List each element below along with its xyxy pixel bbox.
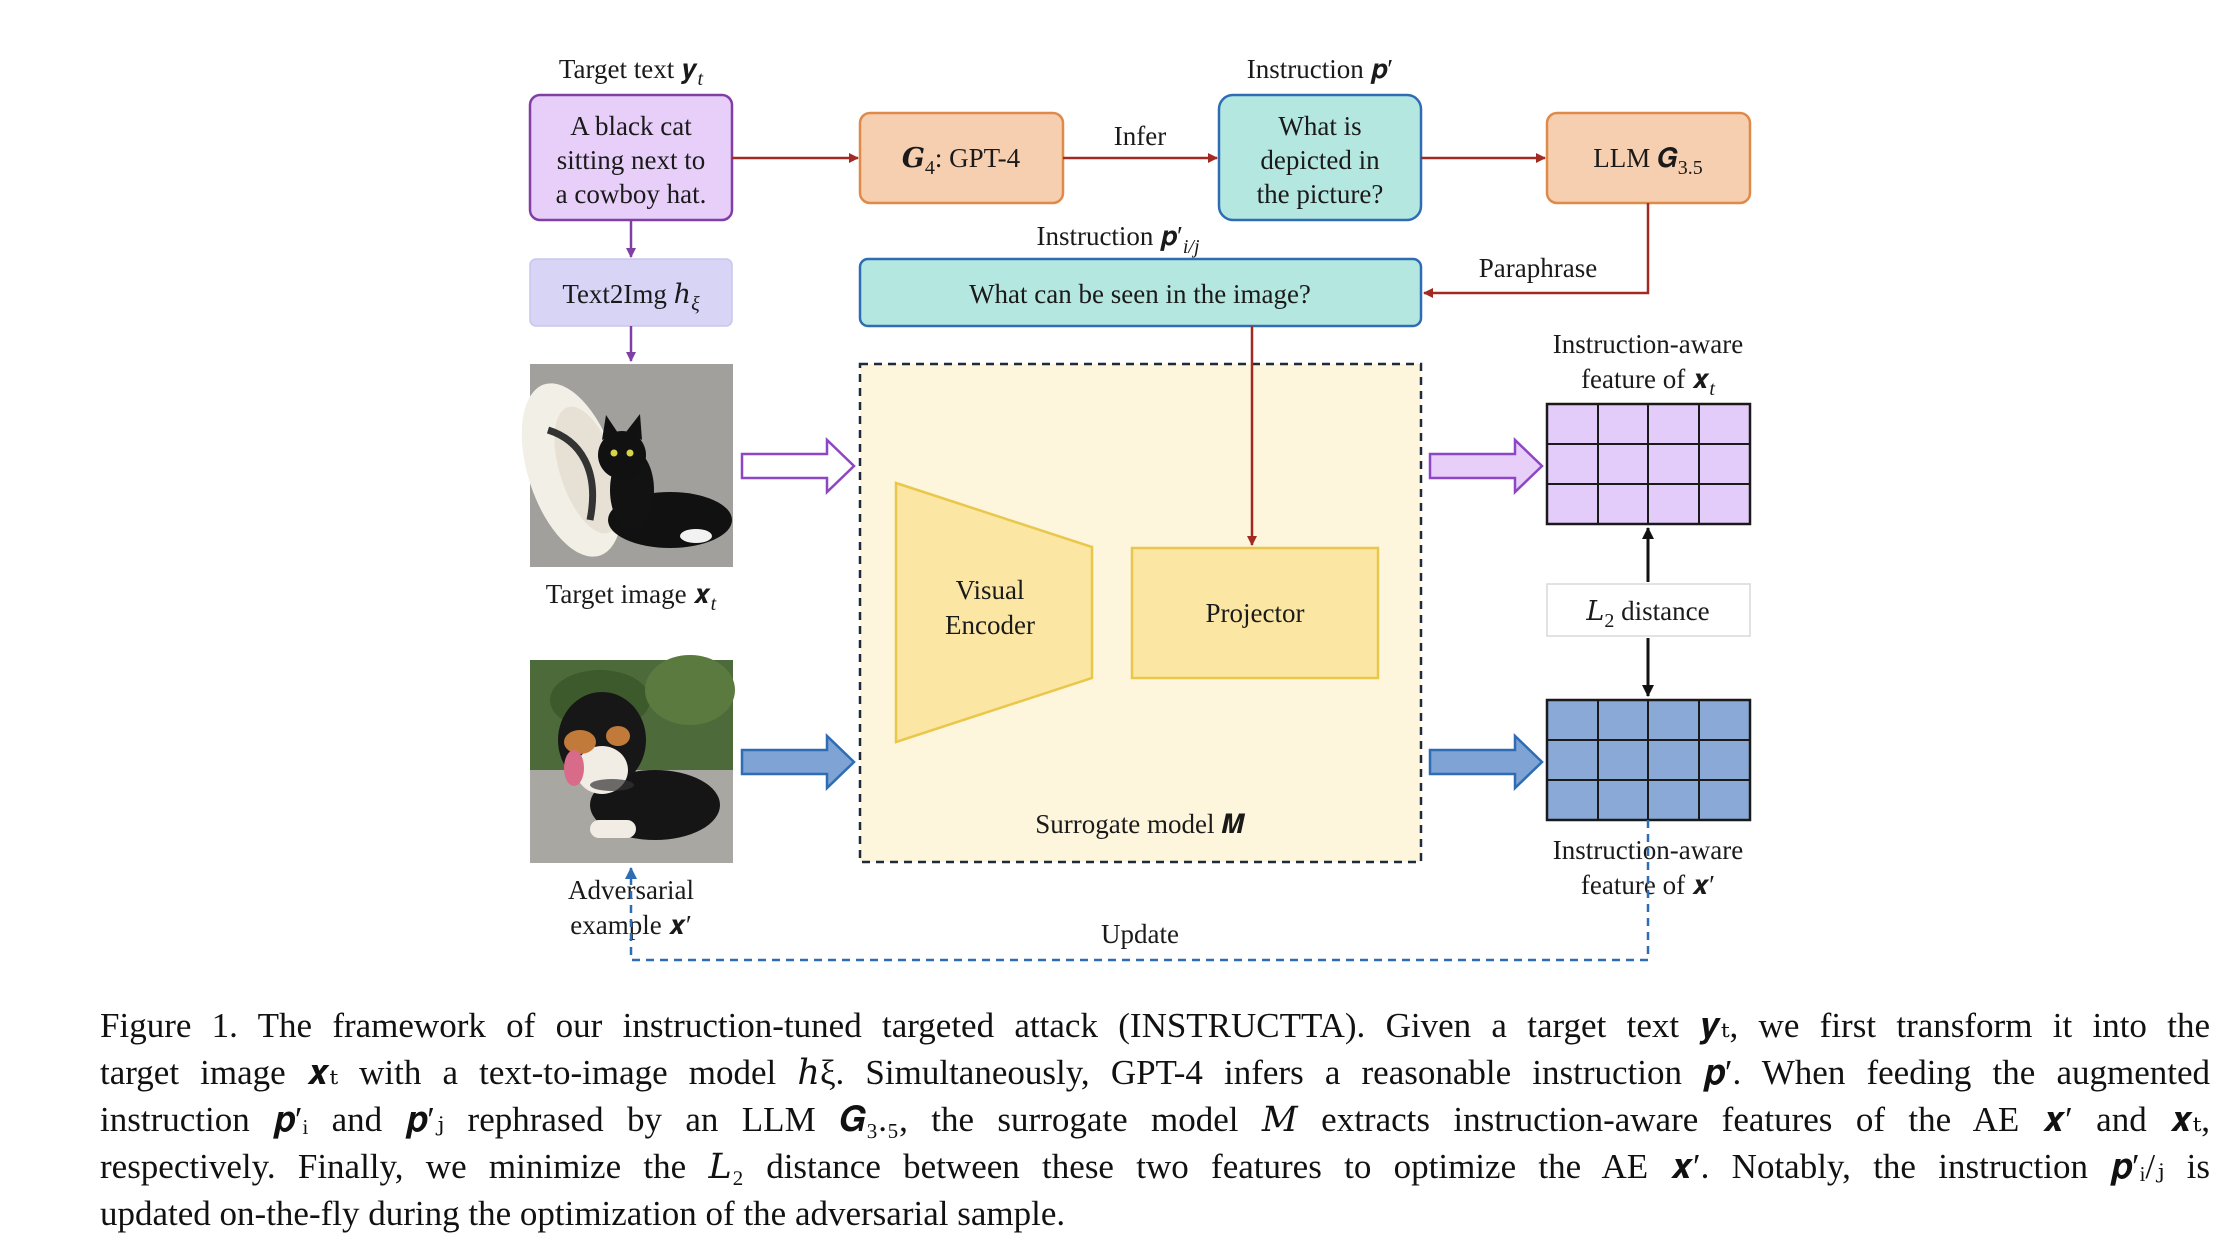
gpt4-label: 𝑮4: GPT-4 <box>902 143 1021 179</box>
infer-label: Infer <box>1114 121 1166 151</box>
arrow-cat-into-model <box>740 437 856 495</box>
arrow-model-to-feature-xp <box>1428 733 1544 791</box>
visual-encoder-line-1: Visual <box>956 575 1025 605</box>
caption-line-5: updated on-the-fly during the optimizati… <box>100 1194 1066 1233</box>
feature-xp-grid <box>1545 698 1752 822</box>
l2-distance-box <box>1546 583 1751 637</box>
instruction-p-label: Instruction 𝒑′ <box>1247 54 1393 84</box>
framework-diagram: Target text 𝒚t A black cat sitting next … <box>521 54 1752 962</box>
text2img-label: Text2Img ℎξ <box>562 279 700 315</box>
projector-box <box>1130 546 1380 680</box>
adversarial-image-dog <box>530 655 735 863</box>
arrow-model-to-feature-xt <box>1428 437 1544 495</box>
feature-xt-grid <box>1545 402 1752 526</box>
visual-encoder-line-2: Encoder <box>945 610 1035 640</box>
arrow-update <box>625 820 1650 962</box>
caption-line-2: target image 𝒙ₜ with a text-to-image mod… <box>100 1053 2210 1092</box>
llm-label: LLM 𝑮3.5 <box>1593 143 1703 179</box>
instruction-q-line-1: What is <box>1278 111 1361 141</box>
target-text-label: Target text 𝒚t <box>559 54 704 90</box>
caption-line-3: instruction 𝒑′ᵢ and 𝒑′ⱼ rephrased by an … <box>100 1100 2210 1139</box>
instruction-pij-label: Instruction 𝒑′i/j <box>1036 221 1200 258</box>
target-text-line-1: A black cat <box>570 111 692 141</box>
caption-line-4: respectively. Finally, we minimize the 𝐿… <box>100 1147 2210 1186</box>
l2-distance-label: 𝐿2 distance <box>1585 596 1709 632</box>
target-text-line-2: sitting next to <box>557 145 706 175</box>
instruction-q-line-3: the picture? <box>1257 179 1384 209</box>
paraphrase-label: Paraphrase <box>1479 253 1597 283</box>
paraphrased-instruction-box <box>858 257 1423 328</box>
caption-line-1: Figure 1. The framework of our instructi… <box>100 1006 2210 1045</box>
arrow-dog-into-model <box>740 733 856 791</box>
visual-encoder <box>894 481 1094 744</box>
projector-label: Projector <box>1206 598 1305 628</box>
instruction-q-line-2: depicted in <box>1260 145 1380 175</box>
target-text-line-3: a cowboy hat. <box>556 179 707 209</box>
feature-xt-line-1: Instruction-aware <box>1553 329 1743 359</box>
figure-caption: Figure 1. The framework of our instructi… <box>100 1002 2210 1237</box>
feature-xt-line-2: feature of 𝒙t <box>1581 364 1715 400</box>
target-image-cat <box>521 364 733 567</box>
update-label: Update <box>1101 919 1179 949</box>
arrow-paraphrase <box>1423 203 1650 298</box>
paraphrased-question: What can be seen in the image? <box>969 279 1311 309</box>
surrogate-label: Surrogate model 𝑴 <box>1035 809 1245 839</box>
target-image-label: Target image 𝒙t <box>546 579 717 615</box>
